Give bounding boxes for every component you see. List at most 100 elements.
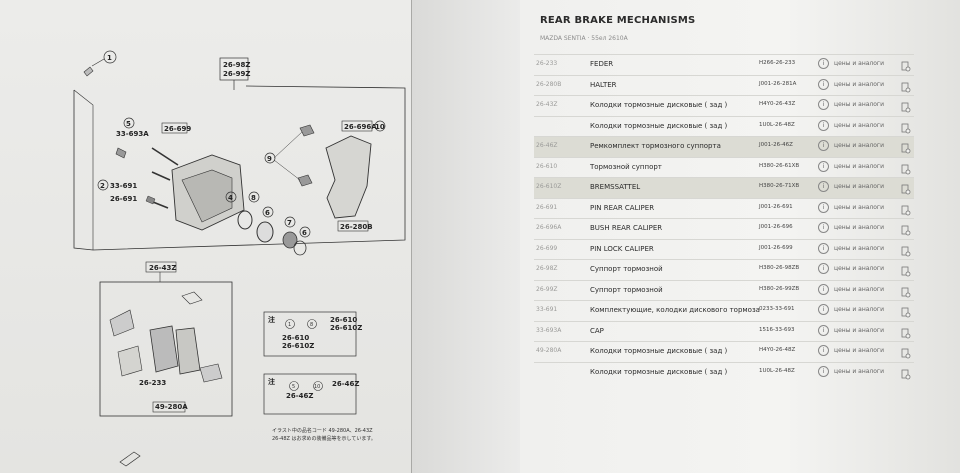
part-code[interactable]: H380-26-61XB (759, 162, 800, 169)
part-code[interactable]: J001-26-46Z (759, 142, 793, 148)
callout-5[interactable]: 5 (126, 120, 131, 128)
info-icon[interactable]: i (818, 242, 829, 254)
part-name[interactable]: PIN LOCK CALIPER (590, 244, 654, 253)
info-icon[interactable]: i (818, 324, 829, 336)
info-icon[interactable]: i (818, 263, 829, 274)
part-number[interactable]: 26-233 (536, 60, 558, 67)
cart-icon[interactable] (901, 221, 911, 236)
cart-icon[interactable] (901, 78, 911, 92)
part-number[interactable]: 33-693A (536, 326, 562, 334)
part-name[interactable]: Ремкомплект тормозного суппорта (590, 142, 721, 150)
cart-icon[interactable] (901, 242, 911, 256)
ref-26-699[interactable]: 26-699 (164, 125, 191, 133)
note2-ref-a[interactable]: 26-46Z (332, 380, 359, 388)
part-code[interactable]: H380-26-99ZB (759, 285, 800, 292)
part-name[interactable]: Тормозной суппорт (590, 162, 662, 171)
cart-icon[interactable] (901, 139, 911, 154)
ref-26-233[interactable]: 26-233 (139, 379, 166, 387)
cart-icon[interactable] (901, 98, 911, 113)
callout-9[interactable]: 9 (267, 155, 272, 163)
cart-icon[interactable] (901, 344, 911, 359)
ref-26-98z[interactable]: 26-98Z (223, 61, 250, 69)
part-code[interactable]: H380-26-71XB (759, 183, 800, 189)
prices-link[interactable]: цены и аналоги (834, 285, 884, 293)
table-row[interactable]: 26-46Z Ремкомплект тормозного суппорта J00… (534, 136, 914, 158)
cart-icon[interactable] (901, 180, 911, 195)
prices-link[interactable]: цены и аналоги (834, 244, 884, 252)
callout-2[interactable]: 2 (100, 182, 105, 190)
part-code[interactable]: 1516-33-693 (759, 326, 795, 333)
info-icon[interactable]: i (818, 78, 829, 90)
note1-ref-d[interactable]: 26-610Z (282, 342, 314, 350)
part-name[interactable]: Суппорт тормозной (590, 285, 663, 294)
ref-26-691[interactable]: 26-691 (110, 195, 137, 203)
callout-6[interactable]: 6 (265, 209, 270, 217)
prices-link[interactable]: цены и аналоги (834, 203, 884, 211)
prices-link[interactable]: цены и аналоги (834, 265, 884, 272)
info-icon[interactable]: i (818, 181, 829, 192)
part-number[interactable]: 49-280A (536, 347, 562, 354)
table-row[interactable]: 26-43Z Колодки тормозные дисковые ( зад )… (534, 95, 914, 117)
prices-link[interactable]: цены и аналоги (834, 60, 884, 67)
info-icon[interactable]: i (818, 99, 829, 110)
info-icon[interactable]: i (818, 58, 829, 69)
info-icon[interactable]: i (818, 222, 829, 233)
part-code[interactable]: 1U0L-26-48Z (759, 367, 795, 374)
part-number[interactable]: 26-699 (536, 244, 558, 252)
callout-1[interactable]: 1 (107, 54, 112, 62)
ref-26-99z[interactable]: 26-99Z (223, 70, 250, 78)
part-code[interactable]: J001-26-699 (759, 244, 793, 251)
cart-icon[interactable] (901, 365, 911, 379)
part-name[interactable]: PIN REAR CALIPER (590, 203, 655, 212)
info-icon[interactable]: i (818, 304, 829, 315)
prices-link[interactable]: цены и аналоги (834, 367, 884, 375)
part-name[interactable]: Колодки тормозные дисковые ( зад ) (590, 101, 728, 109)
part-name[interactable]: Комплектующие, колодки дискового тормоза (590, 306, 760, 314)
table-row[interactable]: Колодки тормозные дисковые ( зад )1U0L-2… (534, 361, 914, 384)
prices-link[interactable]: цены и аналоги (834, 183, 884, 190)
callout-10[interactable]: 10 (375, 123, 385, 131)
part-number[interactable]: 26-280B (536, 80, 562, 88)
note2-ref-b[interactable]: 26-46Z (286, 392, 313, 400)
part-code[interactable]: 1U0L-26-48Z (759, 121, 795, 128)
part-name[interactable]: Колодки тормозные дисковые ( зад ) (590, 347, 728, 355)
prices-link[interactable]: цены и аналоги (834, 162, 884, 170)
part-number[interactable]: 33-691 (536, 306, 558, 313)
ref-49-280a[interactable]: 49-280A (155, 403, 188, 411)
prices-link[interactable]: цены и аналоги (834, 326, 884, 334)
part-name[interactable]: Суппорт тормозной (590, 265, 663, 273)
part-number[interactable]: 26-99Z (536, 285, 558, 293)
cart-icon[interactable] (901, 201, 911, 215)
part-name[interactable]: BUSH REAR CALIPER (590, 224, 663, 232)
info-icon[interactable]: i (818, 365, 829, 377)
callout-6b[interactable]: 6 (302, 229, 307, 237)
note1-ref-a[interactable]: 26-610 (330, 316, 357, 324)
cart-icon[interactable] (901, 324, 911, 338)
note1-ref-b[interactable]: 26-610Z (330, 324, 362, 332)
part-number[interactable]: 26-610 (536, 162, 558, 170)
table-row[interactable]: 33-691 Комплектующие, колодки дискового т… (534, 300, 914, 322)
part-code[interactable]: J001-26-281A (759, 80, 797, 87)
note1-ref-c[interactable]: 26-610 (282, 334, 309, 342)
part-name[interactable]: Колодки тормозные дисковые ( зад ) (590, 121, 728, 130)
info-icon[interactable]: i (818, 201, 829, 213)
callout-7[interactable]: 7 (287, 219, 292, 227)
cart-icon[interactable] (901, 283, 911, 297)
cart-icon[interactable] (901, 57, 911, 72)
part-code[interactable]: H4Y0-26-48Z (759, 347, 796, 353)
part-number[interactable]: 26-610Z (536, 183, 562, 190)
cart-icon[interactable] (901, 160, 911, 174)
prices-link[interactable]: цены и аналоги (834, 224, 884, 231)
part-number[interactable]: 26-43Z (536, 101, 558, 108)
cart-icon[interactable] (901, 119, 911, 133)
info-icon[interactable]: i (818, 160, 829, 172)
info-icon[interactable]: i (818, 140, 829, 151)
part-code[interactable]: H380-26-98ZB (759, 265, 800, 271)
part-code[interactable]: H266-26-233 (759, 60, 796, 66)
part-number[interactable]: 26-46Z (536, 142, 558, 149)
